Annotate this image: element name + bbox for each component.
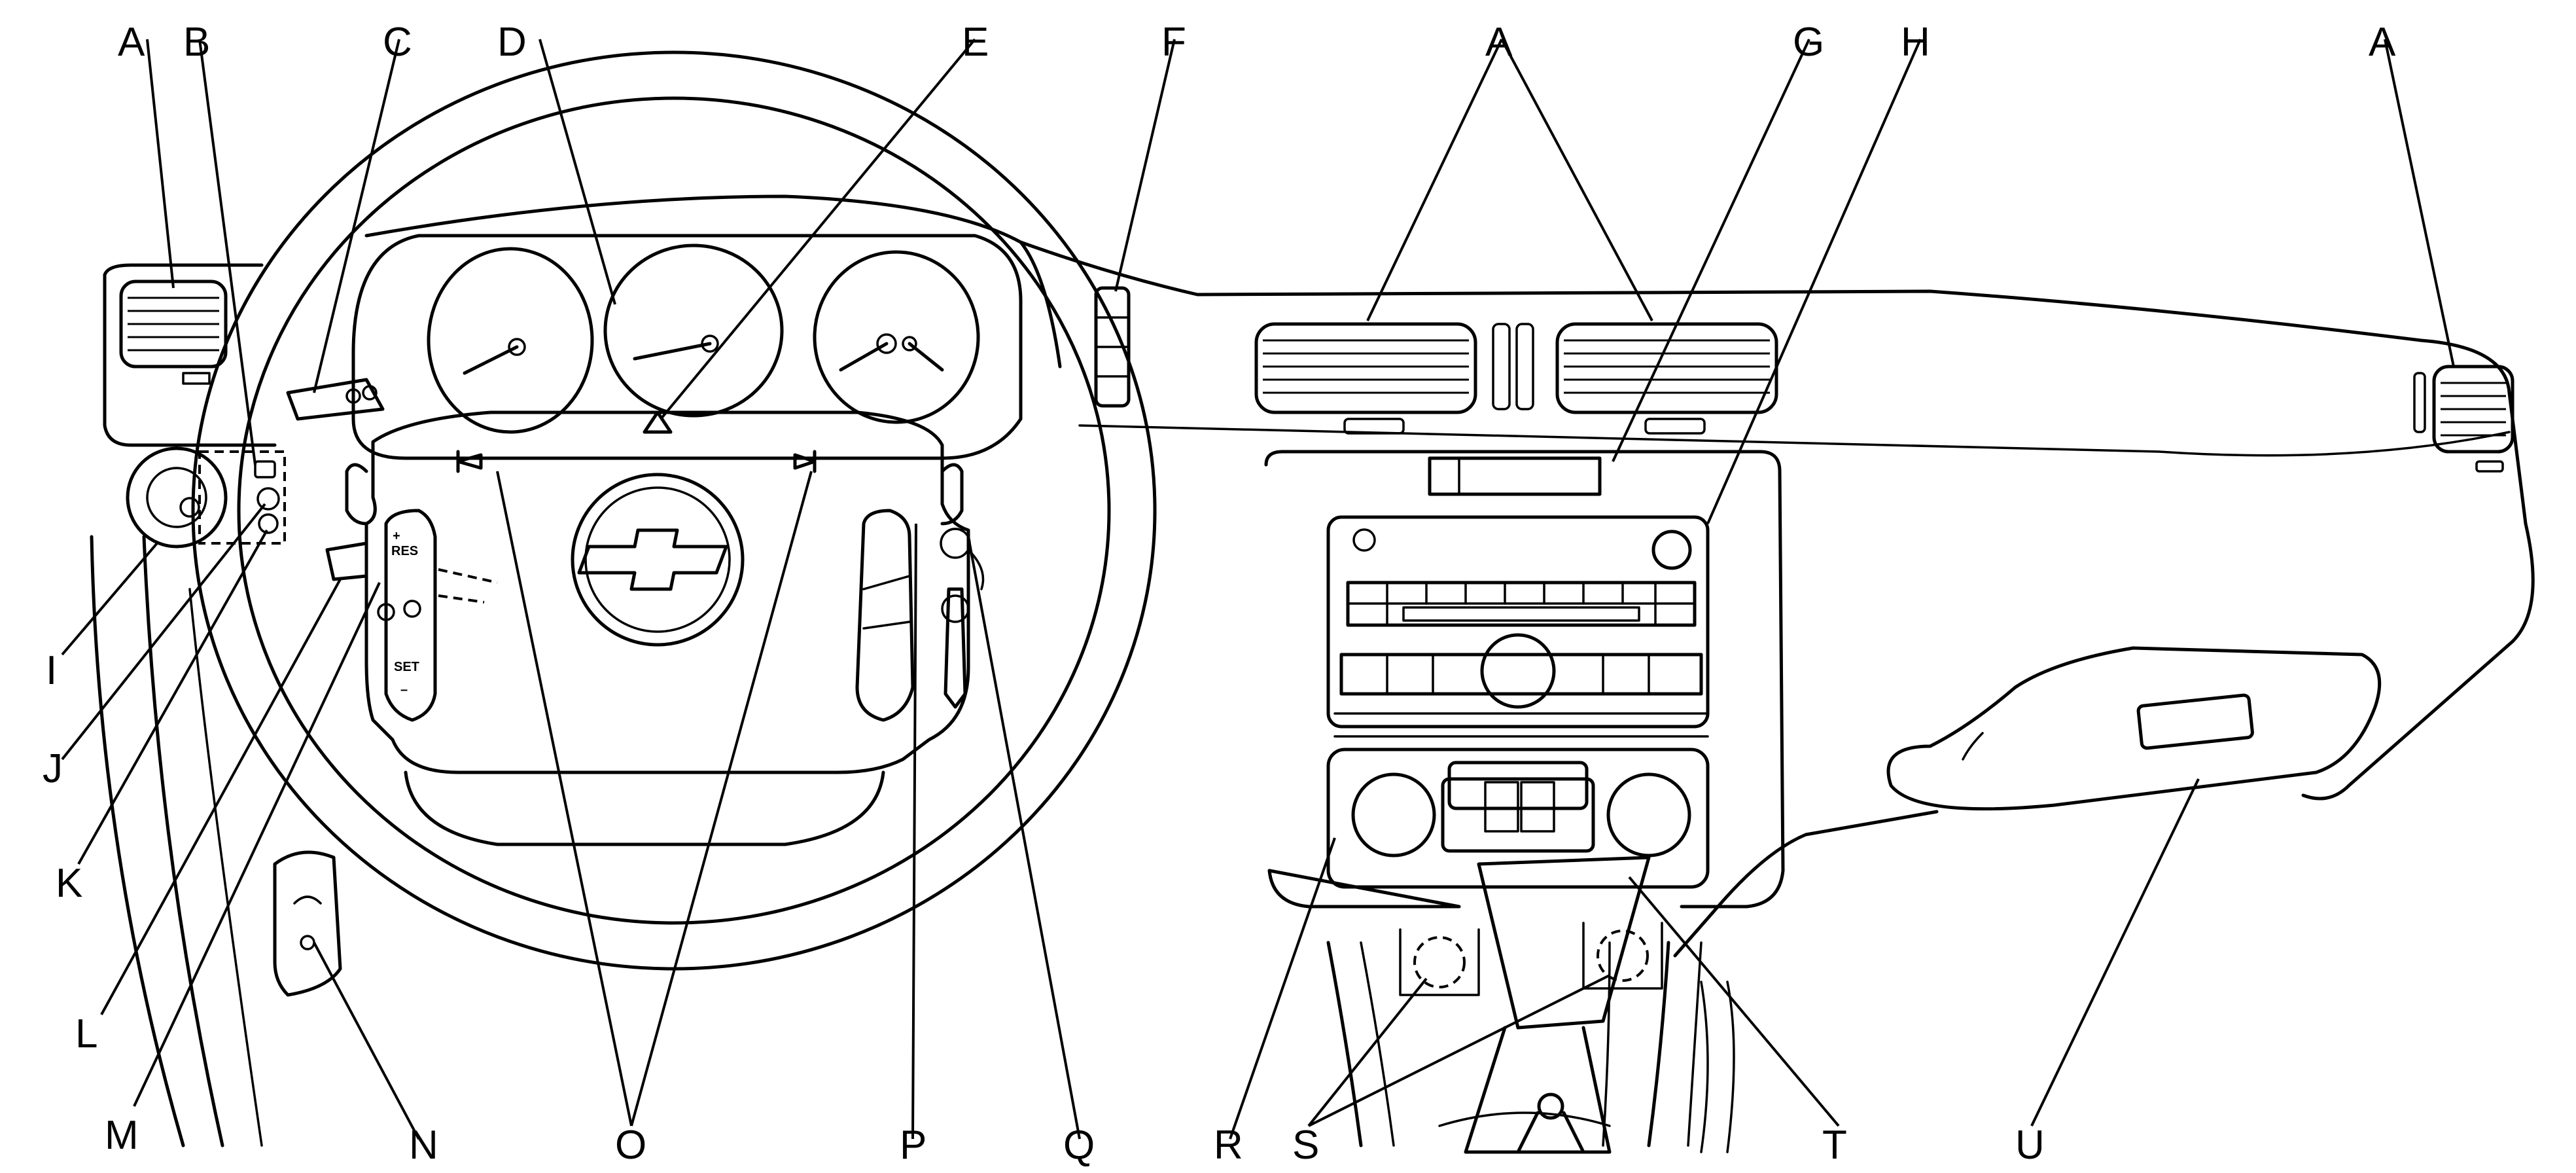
headlamp-switch-area — [126, 446, 286, 549]
center-air-vents — [1254, 322, 1778, 435]
cruise-res-label: RES — [391, 544, 418, 558]
label-j: J — [43, 746, 63, 791]
callout-leader-lines — [61, 38, 2455, 1140]
label-p: P — [900, 1123, 926, 1168]
dashboard-outline — [90, 194, 2535, 1154]
label-c: C — [383, 20, 412, 65]
label-a-left: A — [118, 20, 145, 65]
steering-wheel-audio-controls — [855, 509, 915, 722]
center-stack — [1264, 450, 1785, 909]
turn-signal-stalk — [286, 378, 385, 421]
accessory-power-outlets — [1399, 922, 1663, 996]
label-r: R — [1214, 1123, 1243, 1168]
instrument-cluster — [351, 234, 1023, 460]
callout-labels: A B C D E F A G H A I J K L M N O P Q R … — [43, 20, 2396, 1168]
label-b: B — [183, 20, 210, 65]
label-a-right: A — [2369, 20, 2396, 65]
glove-box — [1886, 646, 2382, 811]
cruise-plus-label: + — [393, 529, 400, 543]
cruise-control-buttons: + RES SET – — [325, 509, 498, 722]
label-s: S — [1292, 1123, 1319, 1168]
label-q: Q — [1063, 1123, 1095, 1168]
label-f: F — [1161, 20, 1186, 65]
label-n: N — [409, 1123, 438, 1168]
cruise-set-label: SET — [394, 660, 419, 674]
driver-info-buttons — [1094, 286, 1131, 408]
left-outboard-air-vent — [119, 280, 228, 385]
cruise-minus-label: – — [400, 683, 408, 697]
label-e: E — [962, 20, 989, 65]
label-k: K — [56, 861, 82, 906]
label-i: I — [46, 648, 57, 693]
label-m: M — [105, 1113, 139, 1158]
right-outboard-air-vent — [2413, 365, 2514, 473]
label-h: H — [1901, 20, 1930, 65]
label-u: U — [2015, 1123, 2045, 1168]
label-d: D — [497, 20, 527, 65]
label-t: T — [1822, 1123, 1847, 1168]
label-a-center: A — [1485, 20, 1513, 65]
label-o: O — [615, 1123, 646, 1168]
ignition-keys — [940, 528, 985, 709]
label-g: G — [1793, 20, 1824, 65]
steering-wheel-hub — [345, 410, 970, 846]
label-l: L — [75, 1011, 97, 1056]
steering-wheel — [191, 50, 1157, 971]
